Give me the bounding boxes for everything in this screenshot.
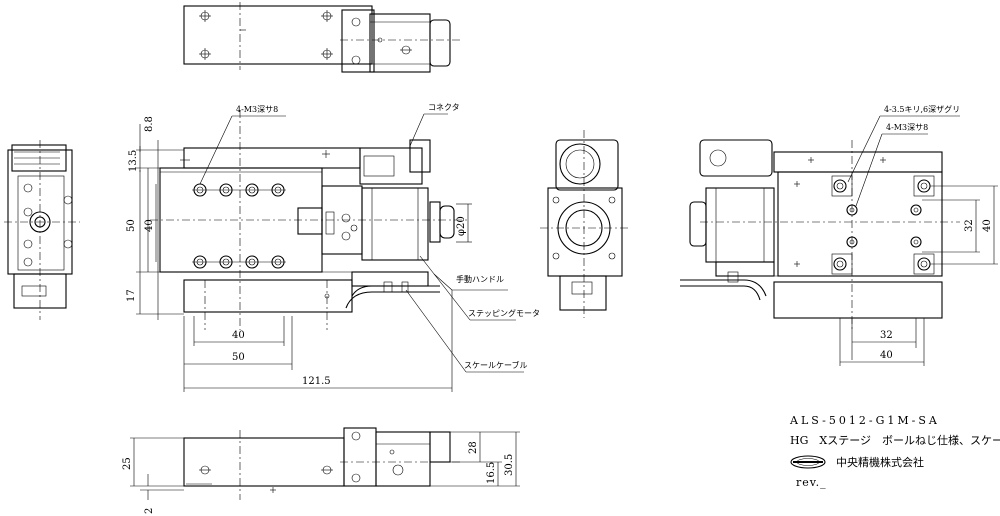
left-view xyxy=(4,140,80,320)
callout-tap-right: 4-M3深サ8 xyxy=(886,123,928,132)
dim-30-5: 30.5 xyxy=(504,454,515,476)
dim-40-bottom: 40 xyxy=(232,330,245,341)
front-callouts: 4-M3深サ8 コネクタ 手動ハンドル ステッピングモータ スケールケーブル xyxy=(199,103,540,373)
title-block: ALS-5012-G1M-SA HG Xステージ ボールねじ仕様、スケール付 中… xyxy=(789,414,1000,489)
callout-hand-wheel: 手動ハンドル xyxy=(456,274,504,284)
dim-50-bottom: 50 xyxy=(232,352,245,363)
dim-16-5: 16.5 xyxy=(486,462,497,484)
product-description: HG Xステージ ボールねじ仕様、スケール付 xyxy=(790,433,1000,447)
company-logo xyxy=(790,455,826,469)
top-view xyxy=(183,2,460,73)
dim-121-5: 121.5 xyxy=(302,376,331,387)
bottom-dimensions: 25 2 28 16.5 30.5 xyxy=(122,431,520,514)
dim-32-v: 32 xyxy=(964,219,975,232)
dim-17: 17 xyxy=(126,289,137,302)
end-view xyxy=(540,130,630,318)
rear-holes xyxy=(794,157,935,275)
bottom-view xyxy=(183,427,462,500)
model-number: ALS-5012-G1M-SA xyxy=(789,414,940,427)
dim-40-v: 40 xyxy=(982,219,993,232)
dim-13-5: 13.5 xyxy=(128,150,139,172)
dim-8-8: 8.8 xyxy=(144,116,155,132)
rear-view xyxy=(680,139,960,330)
front-holes xyxy=(180,150,330,269)
callout-stepping-motor: ステッピングモータ xyxy=(468,308,540,318)
callout-tap-top: 4-M3深サ8 xyxy=(236,105,278,114)
callout-connector: コネクタ xyxy=(428,103,460,112)
front-view xyxy=(150,110,470,330)
rear-callouts: 4-3.5キリ,6深ザグリ 4-M3深サ8 xyxy=(847,104,960,207)
dim-40-h: 40 xyxy=(880,350,893,361)
company-name: 中央精機株式会社 xyxy=(836,455,924,469)
dim-25: 25 xyxy=(122,457,133,470)
rear-dimensions: 32 40 32 40 xyxy=(839,185,998,366)
callout-scale-cable: スケールケーブル xyxy=(464,360,528,370)
dim-2: 2 xyxy=(144,508,155,514)
dim-40: 40 xyxy=(144,219,155,232)
dim-28: 28 xyxy=(468,441,479,454)
front-dimensions: 8.8 13.5 50 40 17 40 50 121.5 φ20 xyxy=(126,116,472,392)
dim-32-h: 32 xyxy=(880,330,893,341)
dim-phi20: φ20 xyxy=(456,216,467,236)
dim-50: 50 xyxy=(126,219,137,232)
revision: rev._ xyxy=(796,476,827,489)
callout-counterbore: 4-3.5キリ,6深ザグリ xyxy=(884,104,960,114)
